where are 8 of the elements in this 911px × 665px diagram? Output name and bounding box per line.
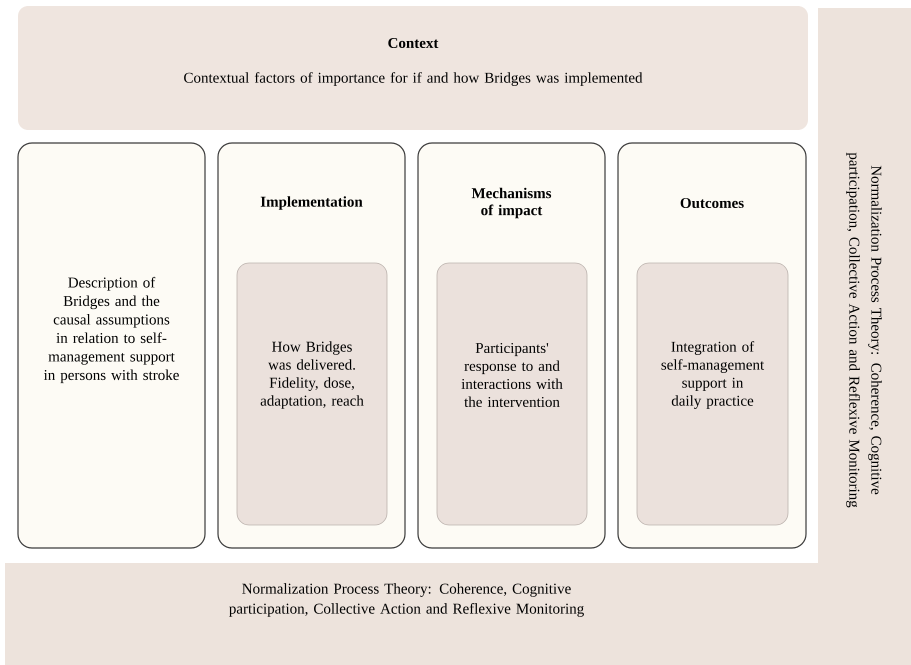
column-box: Description of Bridges and the causal assumptions in relation to self-management support in persons with stroke bbox=[17, 142, 206, 549]
theory-band: Normalization Process Theory: Coherence, Cognitive participation, Collective Action and Reflexive Monitoring bbox=[818, 8, 911, 665]
inner-box: Integration of self-management support in daily practice bbox=[636, 262, 788, 526]
inner-box: How Bridges was delivered. Fidelity, dose, adaptation, reach bbox=[236, 262, 388, 526]
context-box: Context Contextual factors of importance for if and how Bridges was implemented bbox=[18, 6, 808, 130]
inner-box: Participants' response to and interactions with the intervention bbox=[436, 262, 588, 526]
theory-band: Normalization Process Theory: Coherence, Cognitive participation, Collective Action and Reflexive Monitoring bbox=[5, 563, 818, 665]
node-label: Normalization Process Theory: Coherence, Cognitive participation, Collective Action and Reflexive Monitoring bbox=[229, 583, 584, 617]
